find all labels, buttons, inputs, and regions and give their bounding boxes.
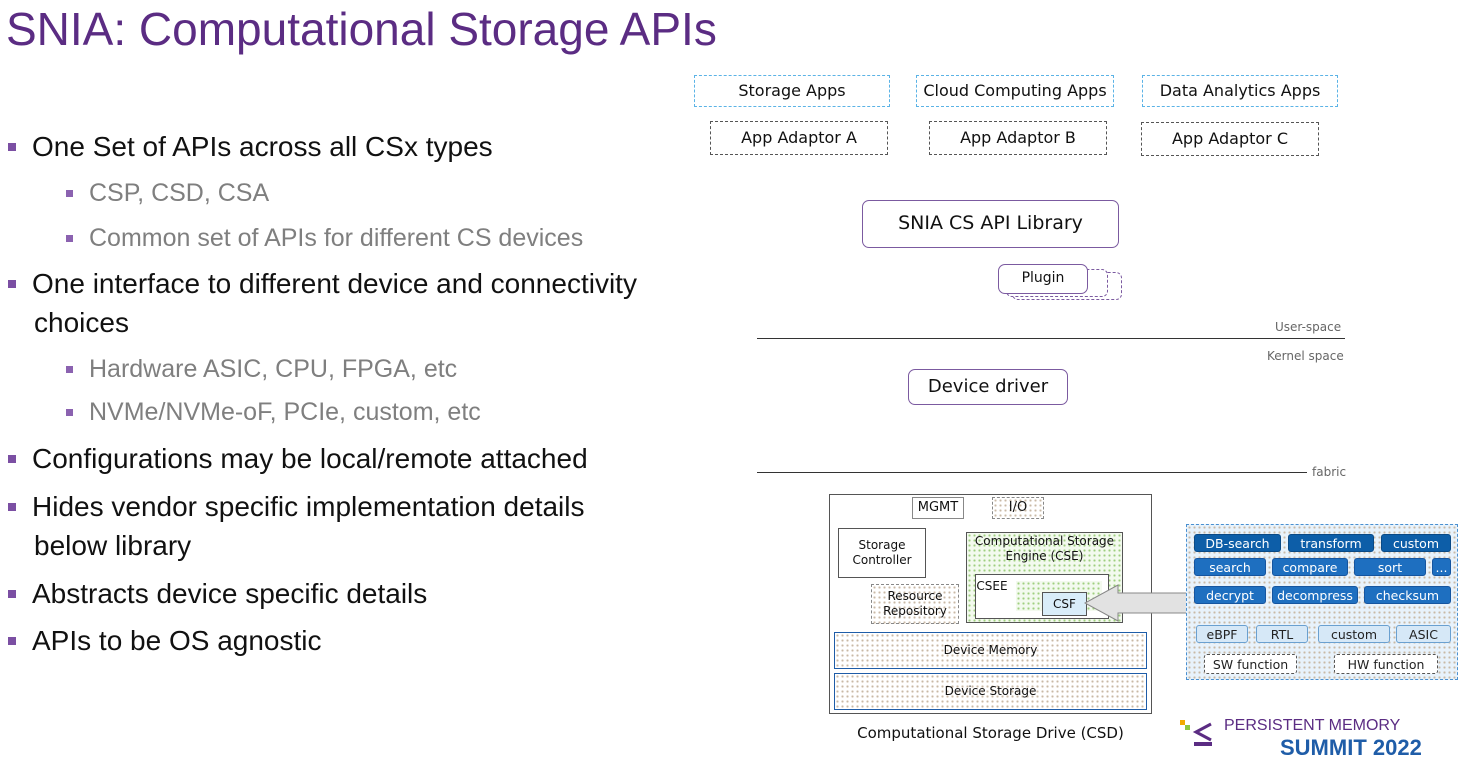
bullet-item: One interface to different device and co… [8, 268, 637, 300]
storage-controller-box: Storage Controller [838, 528, 926, 578]
fn-transform: transform [1288, 534, 1374, 552]
arrow-icon [1083, 584, 1191, 622]
cse-label: Computational Storage Engine (CSE) [974, 534, 1115, 563]
mgmt-box: MGMT [912, 497, 964, 519]
fn-hw-function: HW function [1334, 654, 1438, 674]
fn-sw-function: SW function [1204, 654, 1297, 674]
io-box: I/O [992, 497, 1044, 519]
sub-bullet-item: Common set of APIs for different CS devi… [66, 224, 583, 253]
bullet-marker [8, 280, 16, 288]
app-adaptor-a: App Adaptor A [710, 121, 888, 155]
resource-repository-box: Resource Repository [871, 584, 959, 624]
csd-caption: Computational Storage Drive (CSD) [857, 723, 1124, 742]
fn-more: ... [1432, 558, 1451, 576]
bullet-item: One Set of APIs across all CSx types [8, 131, 493, 163]
csd-container: MGMT I/O Storage Controller Computationa… [829, 494, 1152, 714]
bullet-item: Hides vendor specific implementation det… [8, 491, 585, 523]
fn-sort: sort [1354, 558, 1426, 576]
logo-line-1: PERSISTENT MEMORY [1224, 717, 1401, 734]
fn-custom: custom [1381, 534, 1451, 552]
fn-decompress: decompress [1272, 586, 1358, 604]
user-kernel-divider [757, 338, 1345, 339]
summit-logo-icon [1180, 720, 1212, 746]
functions-panel: DB-search transform custom search compar… [1186, 524, 1458, 680]
slide-title: SNIA: Computational Storage APIs [6, 3, 717, 55]
bullet-continuation: below library [34, 530, 192, 561]
csf-box: CSF [1042, 592, 1087, 616]
user-space-label: User-space [1275, 320, 1342, 334]
sub-bullet-item: CSP, CSD, CSA [66, 179, 269, 208]
fabric-label: fabric [1312, 465, 1347, 479]
app-adaptor-b: App Adaptor B [929, 121, 1107, 155]
bullet-item: APIs to be OS agnostic [8, 625, 322, 657]
bullet-marker [8, 455, 16, 463]
fn-ebpf: eBPF [1196, 625, 1248, 643]
csee-label: CSEE [976, 578, 1008, 593]
csee-box: CSEE CSF [975, 574, 1109, 619]
device-driver-box: Device driver [908, 369, 1068, 405]
fn-decrypt: decrypt [1194, 586, 1266, 604]
bullet-marker [8, 590, 16, 598]
cloud-computing-apps-box: Cloud Computing Apps [916, 75, 1114, 107]
bullet-item: Configurations may be local/remote attac… [8, 443, 588, 475]
api-library-box: SNIA CS API Library [862, 200, 1119, 248]
fn-checksum: checksum [1364, 586, 1451, 604]
app-adaptor-c: App Adaptor C [1141, 122, 1319, 156]
fn-search: search [1194, 558, 1266, 576]
plugin-box: Plugin [998, 264, 1088, 294]
fn-db-search: DB-search [1194, 534, 1281, 552]
bullet-marker [8, 143, 16, 151]
bullet-item: Abstracts device specific details [8, 578, 427, 610]
bullet-marker [66, 190, 73, 197]
device-memory-box: Device Memory [834, 632, 1147, 669]
storage-apps-box: Storage Apps [694, 75, 890, 107]
data-analytics-apps-box: Data Analytics Apps [1142, 75, 1338, 107]
fn-compare: compare [1272, 558, 1348, 576]
fn-asic: ASIC [1396, 625, 1451, 643]
bullet-marker [66, 235, 73, 242]
bullet-marker [66, 366, 73, 373]
bullet-continuation: choices [34, 307, 129, 338]
fn-rtl: RTL [1256, 625, 1308, 643]
bullet-marker [8, 637, 16, 645]
cse-box: Computational Storage Engine (CSE) CSEE … [966, 532, 1123, 623]
kernel-space-label: Kernel space [1267, 349, 1344, 363]
bullet-marker [66, 409, 73, 416]
logo-line-2: SUMMIT 2022 [1280, 735, 1422, 760]
bullet-marker [8, 503, 16, 511]
fabric-divider [757, 472, 1307, 473]
summit-logo: PERSISTENT MEMORY SUMMIT 2022 [1180, 716, 1464, 760]
device-storage-box: Device Storage [834, 673, 1147, 710]
fn-custom-hw: custom [1318, 625, 1390, 643]
sub-bullet-item: Hardware ASIC, CPU, FPGA, etc [66, 355, 457, 384]
sub-bullet-item: NVMe/NVMe-oF, PCIe, custom, etc [66, 398, 481, 427]
